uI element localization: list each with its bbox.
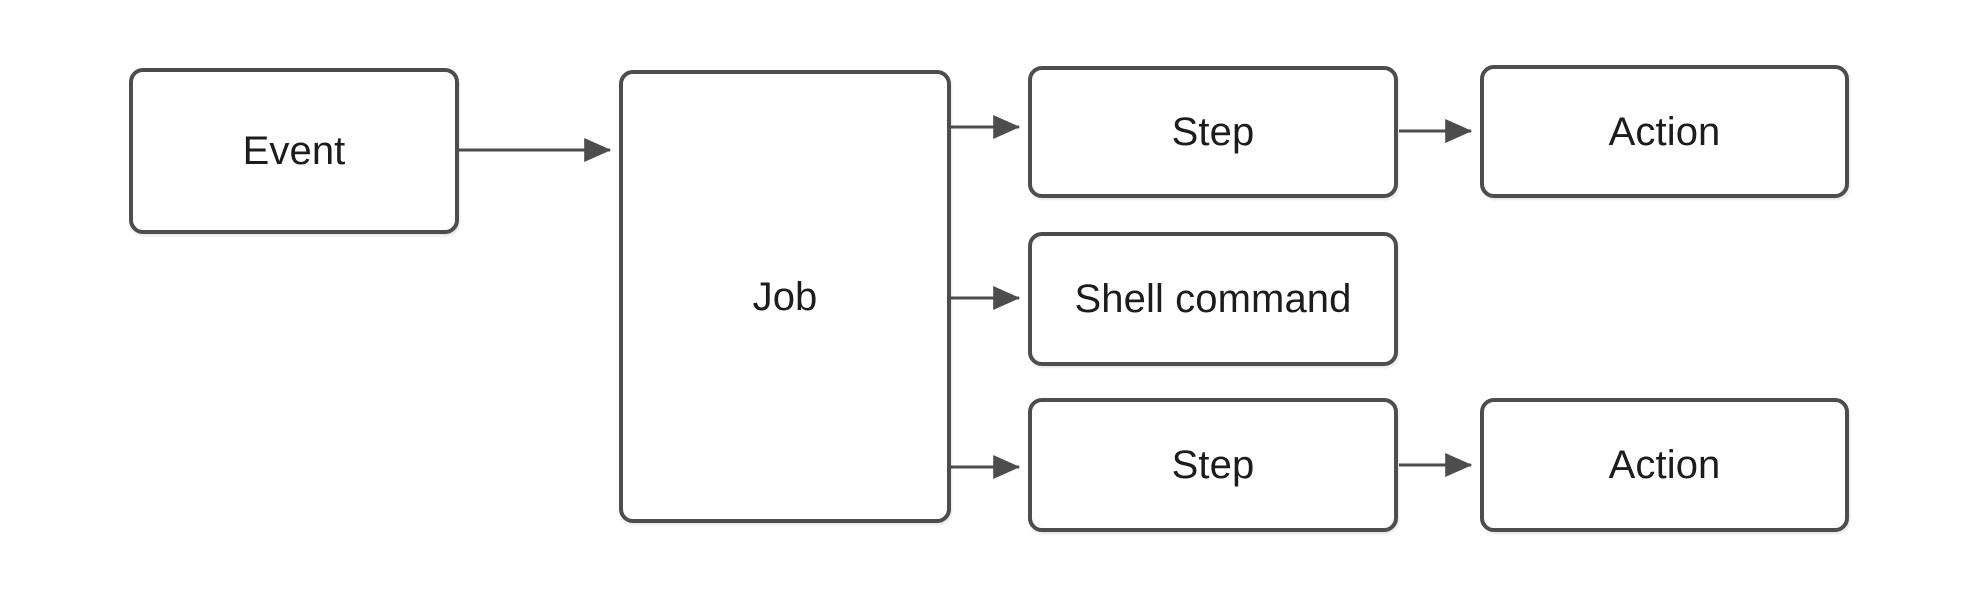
node-shell-command[interactable]: Shell command <box>1028 232 1398 366</box>
node-job[interactable]: Job <box>619 70 951 523</box>
node-step-top-label: Step <box>1171 110 1255 154</box>
node-job-label: Job <box>752 274 818 319</box>
node-action-top-label: Action <box>1608 109 1721 154</box>
node-action-top[interactable]: Action <box>1480 65 1849 198</box>
node-step-bottom-label: Step <box>1171 443 1255 487</box>
node-event-label: Event <box>242 129 346 173</box>
node-shell-command-label: Shell command <box>1074 277 1352 321</box>
node-step-bottom[interactable]: Step <box>1028 398 1398 532</box>
node-action-bottom[interactable]: Action <box>1480 398 1849 532</box>
node-event[interactable]: Event <box>129 68 459 234</box>
node-step-top[interactable]: Step <box>1028 66 1398 198</box>
node-action-bottom-label: Action <box>1608 443 1721 487</box>
